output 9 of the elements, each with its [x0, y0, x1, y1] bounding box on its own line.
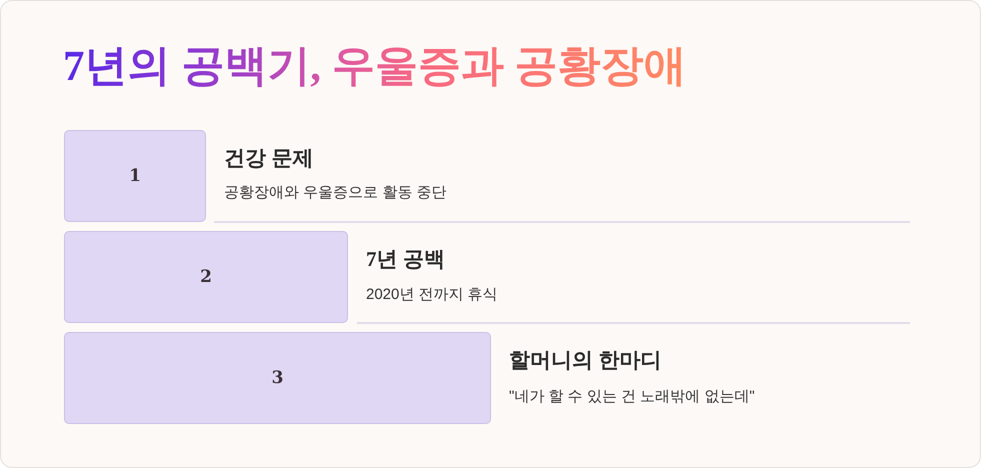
numbered-box: 2 — [64, 231, 348, 323]
step-description: "네가 할 수 있는 건 노래밖에 없는데" — [509, 387, 755, 407]
numbered-box: 1 — [64, 130, 206, 222]
step-heading: 7년 공백 — [366, 246, 445, 272]
step-description: 공황장애와 우울증으로 활동 중단 — [224, 183, 447, 203]
numbered-box: 3 — [64, 332, 491, 424]
step-heading: 할머니의 한마디 — [509, 347, 662, 373]
step-heading: 건강 문제 — [224, 145, 314, 171]
step-description: 2020년 전까지 휴식 — [366, 285, 498, 305]
